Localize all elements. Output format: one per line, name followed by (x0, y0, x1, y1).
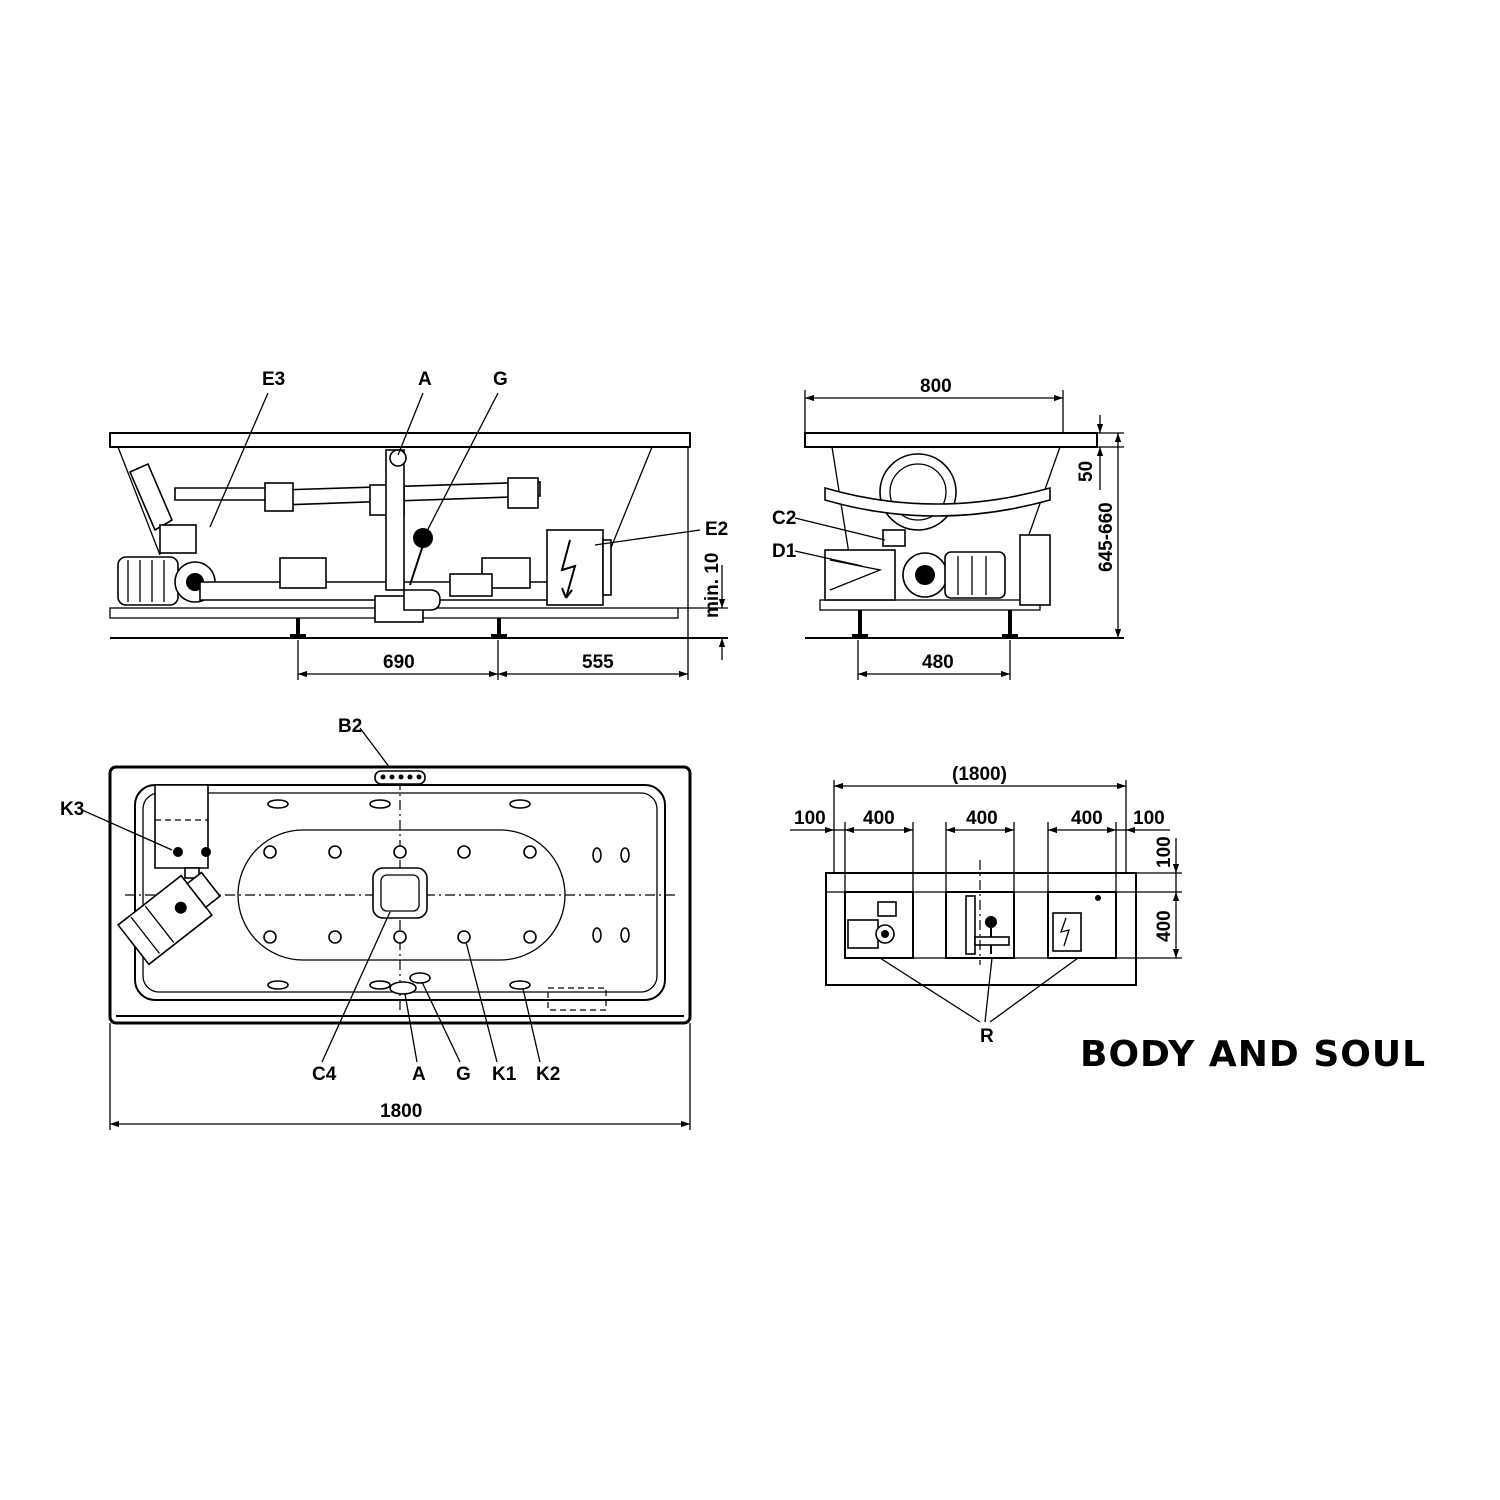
label-e2: E2 (705, 519, 728, 540)
leader-d1 (794, 550, 863, 567)
dim-1800: 1800 (380, 1101, 422, 1122)
access-pump-detail (847, 901, 897, 949)
label-g-side: G (493, 369, 508, 390)
access-frame (825, 872, 1137, 986)
side-headrest (128, 462, 174, 532)
leader-b2 (359, 727, 391, 769)
dim-w2: 400 (966, 808, 998, 829)
end-feet (852, 610, 1018, 638)
dim-total: (1800) (952, 764, 1007, 785)
plan-foot-jets (592, 847, 630, 943)
dim-480: 480 (922, 652, 954, 673)
leader-a-plan (404, 993, 418, 1063)
dim-height: 400 (1154, 910, 1175, 942)
leader-g-side (424, 392, 499, 536)
label-d1: D1 (772, 541, 797, 562)
leader-r-1 (879, 957, 981, 1023)
end-rim (804, 432, 1098, 448)
access-control-detail (1052, 895, 1101, 952)
label-b2: B2 (338, 716, 362, 737)
leader-r-3 (989, 957, 1079, 1023)
end-pump (824, 529, 1006, 601)
label-c2: C2 (772, 508, 796, 529)
dim-margin-left: 100 (794, 808, 826, 829)
plan-view: B2 K3 C4 A G K1 K2 1800 (60, 716, 692, 1130)
leader-k3 (81, 809, 173, 851)
leader-c2 (794, 517, 886, 541)
leader-g-plan (421, 981, 461, 1063)
access-waste-detail (965, 895, 1010, 955)
dim-margin-right: 100 (1133, 808, 1165, 829)
label-g-plan: G (456, 1064, 471, 1085)
leader-a-side (397, 392, 424, 456)
label-a-side: A (418, 369, 432, 390)
label-k3: K3 (60, 799, 84, 820)
side-control-box (546, 529, 612, 606)
label-e3: E3 (262, 369, 285, 390)
plan-headrest (154, 784, 211, 879)
dim-555: 555 (582, 652, 614, 673)
side-lower-pipe (199, 557, 601, 623)
plan-seat-jets (263, 845, 537, 944)
side-view: E3 A G E2 690 555 min. 10 (109, 369, 728, 680)
side-rim (109, 432, 691, 448)
end-side-box (1019, 534, 1051, 606)
side-waste-pipe (385, 449, 441, 611)
end-base-board (819, 599, 1041, 611)
label-k2: K2 (536, 1064, 560, 1085)
dim-645-660: 645-660 (1096, 502, 1117, 572)
side-feet (290, 618, 507, 638)
dim-top: 100 (1154, 836, 1175, 868)
plan-pump (116, 871, 222, 966)
plan-center-fitting (372, 867, 428, 919)
label-a-plan: A (412, 1064, 426, 1085)
leader-r-2 (984, 957, 993, 1023)
leader-k1 (465, 941, 498, 1063)
label-r: R (980, 1026, 994, 1047)
label-c4: C4 (312, 1064, 337, 1085)
side-upper-pipe (174, 477, 541, 516)
leader-e3 (209, 392, 269, 528)
leader-k2 (522, 988, 541, 1063)
dim-50: 50 (1076, 461, 1097, 482)
side-tub-outline (117, 446, 653, 561)
dim-690: 690 (383, 652, 415, 673)
brand-title: BODY AND SOUL (1080, 1034, 1426, 1075)
side-pump (117, 524, 216, 606)
end-view: C2 D1 800 50 645-660 480 (772, 376, 1124, 680)
leader-c4 (321, 911, 391, 1063)
dim-w3: 400 (1071, 808, 1103, 829)
end-pillow-ring (879, 453, 957, 531)
label-k1: K1 (492, 1064, 517, 1085)
dim-min-10: min. 10 (702, 553, 723, 618)
access-view: (1800) 100 400 400 400 100 100 400 R (790, 764, 1182, 1047)
end-pipe-ring (824, 486, 1051, 517)
plan-drain (389, 981, 417, 995)
plan-control-buttons (380, 774, 422, 780)
dim-800: 800 (920, 376, 952, 397)
plan-wall-jets (267, 799, 531, 990)
dim-w1: 400 (863, 808, 895, 829)
leader-e2 (594, 529, 701, 546)
plan-overflow-g (409, 972, 431, 984)
plan-outer-rim (108, 765, 692, 1025)
